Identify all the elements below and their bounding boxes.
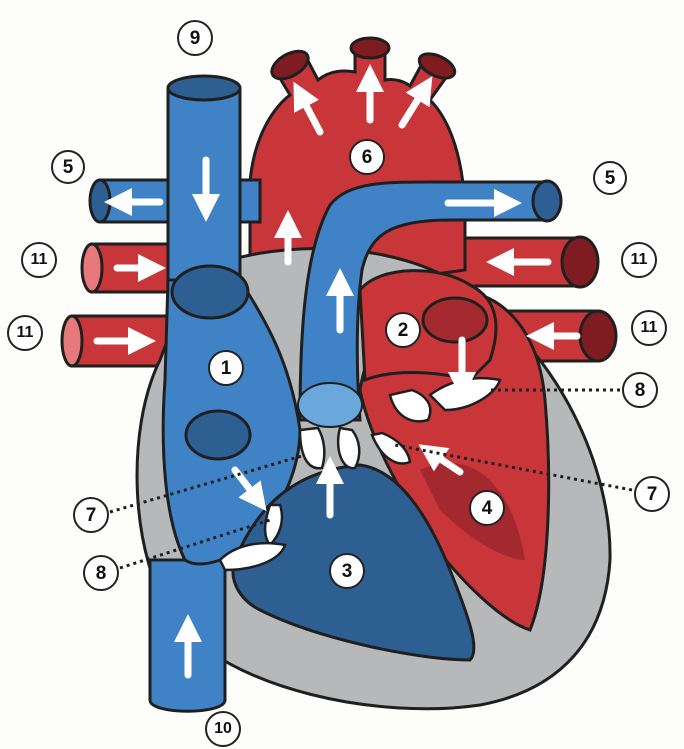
label-11-right-bottom: 11 [631,310,667,346]
label-7-right: 7 [634,476,670,512]
label-11-left-bottom: 11 [7,315,43,351]
label-11-right-top: 11 [621,242,657,278]
label-2: 2 [385,312,421,348]
label-4: 4 [469,490,505,526]
label-11-left-top: 11 [21,242,57,278]
label-8-left: 8 [83,555,119,591]
label-3: 3 [329,553,365,589]
label-10: 10 [205,711,241,747]
label-7-left: 7 [73,497,109,533]
label-9: 9 [177,20,213,56]
label-5-right: 5 [593,161,627,195]
label-8-right: 8 [622,372,658,408]
label-5-left: 5 [51,150,85,184]
label-6: 6 [349,139,385,175]
label-1: 1 [208,350,244,386]
